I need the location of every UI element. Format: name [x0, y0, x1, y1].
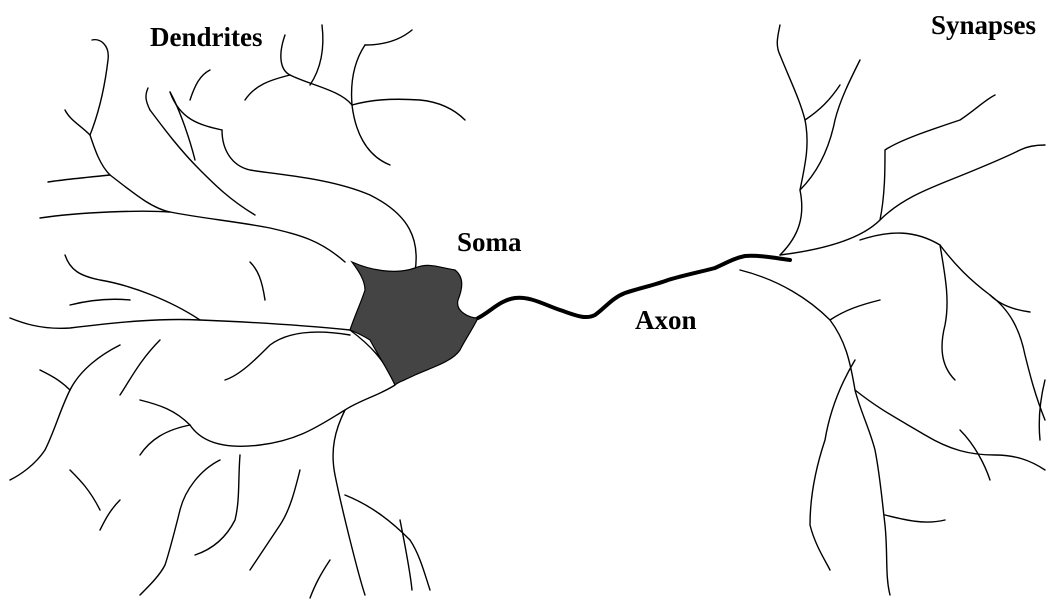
dendrites-label: Dendrites [150, 24, 262, 51]
axon-line [478, 256, 790, 318]
soma-label: Soma [457, 229, 522, 256]
synapses-label: Synapses [931, 12, 1036, 39]
synapse-branches [740, 25, 1045, 595]
soma-body [350, 262, 478, 385]
axon-label: Axon [635, 307, 697, 334]
dendrite-branches-left [40, 25, 465, 272]
